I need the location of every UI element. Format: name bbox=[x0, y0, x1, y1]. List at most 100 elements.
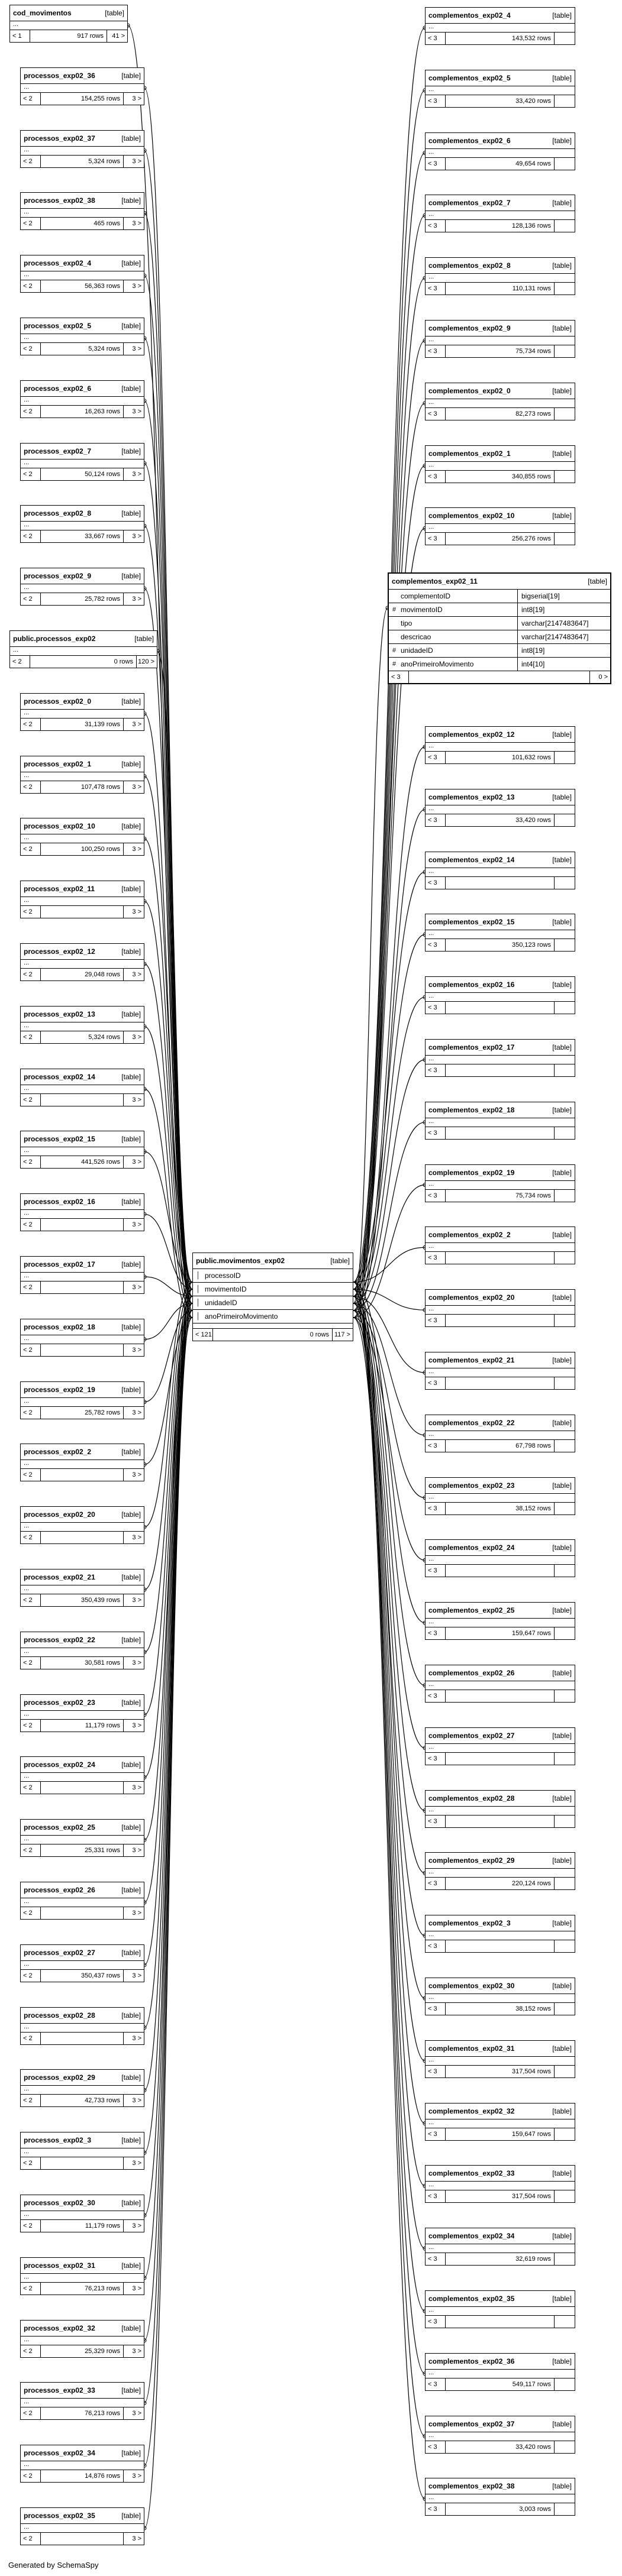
table-name[interactable]: processos_exp02_26 bbox=[24, 1886, 95, 1894]
parents-count[interactable]: < 3 bbox=[426, 1690, 446, 1702]
parents-count[interactable]: < 2 bbox=[21, 2220, 41, 2232]
parents-count[interactable]: < 3 bbox=[426, 1252, 446, 1264]
table-name[interactable]: complementos_exp02_3 bbox=[428, 1919, 511, 1928]
parents-count[interactable]: < 2 bbox=[21, 2032, 41, 2044]
parents-count[interactable]: < 2 bbox=[21, 2407, 41, 2420]
table-name[interactable]: complementos_exp02_36 bbox=[428, 2357, 515, 2365]
column-name[interactable]: processoID bbox=[205, 1271, 241, 1280]
table-name[interactable]: complementos_exp02_32 bbox=[428, 2106, 515, 2115]
parents-count[interactable]: < 3 bbox=[426, 2441, 446, 2453]
table-name[interactable]: processos_exp02_24 bbox=[24, 1761, 95, 1769]
parents-count[interactable]: < 2 bbox=[21, 2282, 41, 2295]
children-count[interactable]: 3 > bbox=[132, 1409, 141, 1416]
table-name[interactable]: complementos_exp02_11 bbox=[392, 577, 478, 585]
parents-count[interactable]: < 3 bbox=[426, 2253, 446, 2266]
table-name[interactable]: processos_exp02_2 bbox=[24, 1448, 92, 1457]
table-complementos-exp02-24[interactable]: complementos_exp02_24[table]...< 3 bbox=[425, 1539, 575, 1578]
children-count[interactable] bbox=[555, 1064, 575, 1076]
children-count[interactable] bbox=[555, 1127, 575, 1139]
children-count[interactable]: 3 > bbox=[132, 470, 141, 478]
children-count[interactable] bbox=[555, 814, 575, 826]
children-count[interactable] bbox=[555, 158, 575, 170]
table-name[interactable]: processos_exp02_23 bbox=[24, 1698, 95, 1707]
children-count[interactable]: 3 > bbox=[132, 1910, 141, 1917]
children-count[interactable] bbox=[555, 33, 575, 44]
parents-count[interactable]: < 2 bbox=[21, 280, 41, 293]
table-name[interactable]: processos_exp02_32 bbox=[24, 2323, 95, 2332]
parents-count[interactable]: < 3 bbox=[426, 2190, 446, 2203]
parents-count[interactable]: < 3 bbox=[426, 2503, 446, 2516]
table-public-movimentos-exp02[interactable]: public.movimentos_exp02[table]│processoI… bbox=[192, 1253, 353, 1341]
parents-count[interactable]: < 2 bbox=[21, 2470, 41, 2483]
table-name[interactable]: complementos_exp02_17 bbox=[428, 1043, 515, 1051]
column-name[interactable]: anoPrimeiroMovimento bbox=[205, 1312, 278, 1321]
parents-count[interactable]: < 3 bbox=[426, 2128, 446, 2140]
table-complementos-exp02-27[interactable]: complementos_exp02_27[table]...< 3 bbox=[425, 1727, 575, 1765]
parents-count[interactable]: < 3 bbox=[426, 1940, 446, 1953]
parents-count[interactable]: < 3 bbox=[426, 1315, 446, 1327]
table-name[interactable]: complementos_exp02_28 bbox=[428, 1794, 515, 1802]
children-count[interactable]: 3 > bbox=[132, 2097, 141, 2105]
children-count[interactable]: 3 > bbox=[132, 2284, 141, 2292]
table-name[interactable]: processos_exp02_21 bbox=[24, 1573, 95, 1581]
parents-count[interactable]: < 2 bbox=[21, 92, 41, 105]
parents-count[interactable]: < 2 bbox=[21, 843, 41, 856]
children-count[interactable]: 3 > bbox=[132, 1033, 141, 1041]
table-name[interactable]: complementos_exp02_15 bbox=[428, 918, 515, 927]
children-count[interactable]: 3 > bbox=[132, 1784, 141, 1792]
children-count[interactable]: 3 > bbox=[132, 2222, 141, 2229]
parents-count[interactable]: < 2 bbox=[21, 343, 41, 355]
table-name[interactable]: processos_exp02_27 bbox=[24, 1948, 95, 1957]
children-count[interactable] bbox=[555, 283, 575, 295]
parents-count[interactable]: < 3 bbox=[426, 33, 446, 44]
children-count[interactable] bbox=[555, 1753, 575, 1765]
children-count[interactable]: 3 > bbox=[132, 1284, 141, 1291]
table-name[interactable]: processos_exp02_18 bbox=[24, 1322, 95, 1331]
children-count[interactable] bbox=[555, 1565, 575, 1577]
children-count[interactable]: 3 > bbox=[132, 1534, 141, 1542]
table-name[interactable]: processos_exp02_22 bbox=[24, 1635, 95, 1644]
parents-count[interactable]: < 3 bbox=[426, 1002, 446, 1014]
children-count[interactable] bbox=[555, 1002, 575, 1014]
parents-count[interactable]: < 2 bbox=[21, 1219, 41, 1231]
children-count[interactable]: 41 > bbox=[112, 33, 125, 40]
children-count[interactable]: 3 > bbox=[132, 2160, 141, 2167]
table-name[interactable]: processos_exp02_8 bbox=[24, 509, 92, 518]
table-name[interactable]: processos_exp02_12 bbox=[24, 947, 95, 956]
table-name[interactable]: complementos_exp02_16 bbox=[428, 980, 515, 989]
parents-count[interactable]: < 2 bbox=[10, 656, 30, 668]
table-name[interactable]: processos_exp02_6 bbox=[24, 384, 92, 393]
table-complementos-exp02-35[interactable]: complementos_exp02_35[table]...< 3 bbox=[425, 2290, 575, 2328]
table-name[interactable]: processos_exp02_5 bbox=[24, 322, 92, 330]
column-name[interactable]: tipo bbox=[401, 619, 412, 627]
table-complementos-exp02-17[interactable]: complementos_exp02_17[table]...< 3 bbox=[425, 1039, 575, 1077]
children-count[interactable]: 3 > bbox=[132, 783, 141, 791]
parents-count[interactable]: < 2 bbox=[21, 1031, 41, 1043]
table-name[interactable]: processos_exp02_38 bbox=[24, 196, 95, 205]
children-count[interactable]: 3 > bbox=[132, 533, 141, 541]
table-name[interactable]: complementos_exp02_34 bbox=[428, 2232, 515, 2241]
table-complementos-exp02-20[interactable]: complementos_exp02_20[table]...< 3 bbox=[425, 1289, 575, 1328]
children-count[interactable]: 3 > bbox=[132, 1597, 141, 1604]
column-row[interactable]: │movimentoID bbox=[193, 1283, 353, 1296]
children-count[interactable]: 3 > bbox=[132, 407, 141, 415]
